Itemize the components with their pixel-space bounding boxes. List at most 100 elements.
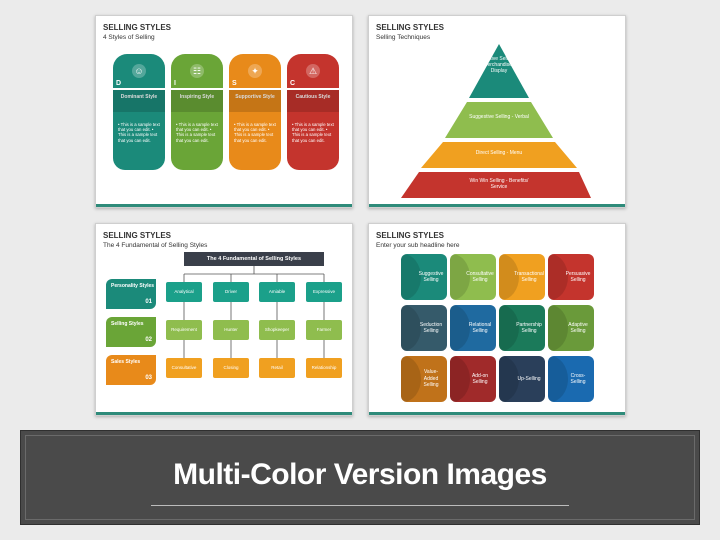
style-column-head: ☺	[113, 54, 165, 88]
selling-tile: Value- Added Selling	[401, 356, 447, 402]
style-body-text: • This is a sample text that you can edi…	[113, 112, 165, 170]
slide-title: SELLING STYLES	[376, 23, 445, 32]
style-cell: Consultative	[166, 358, 202, 378]
style-cell: Hunter	[213, 320, 249, 340]
pyramid-tier-3	[421, 142, 577, 168]
slide-title: SELLING STYLES	[376, 231, 445, 240]
category-flag: Personality Styles 01	[106, 279, 156, 309]
style-cell: Relationship	[306, 358, 342, 378]
tile-label: Adaptive Selling	[568, 321, 588, 335]
slide-thumbnail-fundamentals[interactable]: SELLING STYLES The 4 Fundamental of Sell…	[95, 223, 353, 416]
selling-tile: Transactional Selling	[499, 254, 545, 300]
selling-tile: Suggestive Selling	[401, 254, 447, 300]
style-label: Cautious Style	[287, 90, 339, 112]
pyramid-tier-4	[401, 172, 591, 198]
slide-accent-bar	[96, 204, 352, 207]
style-label: Dominant Style	[113, 90, 165, 112]
style-letter: S	[232, 80, 237, 87]
selling-tile: Cross-Selling	[548, 356, 594, 402]
style-letter: C	[290, 80, 296, 87]
style-column-head: ⚠	[287, 54, 339, 88]
warning-person-icon: ⚠	[306, 64, 320, 78]
connector-lines	[183, 266, 325, 358]
style-letter: D	[116, 80, 122, 87]
style-cell: Expressive	[306, 282, 342, 302]
fundamentals-header: The 4 Fundamental of Selling Styles	[184, 252, 324, 266]
style-cell: Driver	[213, 282, 249, 302]
pyramid-tier-2	[445, 102, 553, 138]
tile-label: Seduction Selling	[419, 321, 443, 335]
style-body-text: • This is a sample text that you can edi…	[287, 112, 339, 170]
banner: Multi-Color Version Images	[20, 430, 700, 525]
style-column: ⚠ C Cautious Style• This is a sample text …	[287, 54, 339, 172]
slide-subtitle: 4 Styles of Selling	[103, 34, 155, 41]
slide-thumbnail-styles[interactable]: SELLING STYLES 4 Styles of Selling ☺ D Dom…	[95, 15, 353, 208]
tile-label: Suggestive Selling	[418, 270, 444, 284]
pyramid-label-4: Win Win Selling - Benefits/ Service	[469, 178, 529, 190]
tile-label: Consultative Selling	[466, 270, 494, 284]
slide-subtitle: Selling Techniques	[376, 34, 431, 41]
style-column: ☷ I Inspiring Style• This is a sample text…	[171, 54, 223, 172]
style-cell: Closing	[213, 358, 249, 378]
category-flag: Selling Styles 02	[106, 317, 156, 347]
selling-tile: Consultative Selling	[450, 254, 496, 300]
slide-subtitle: The 4 Fundamental of Selling Styles	[103, 242, 208, 249]
tile-label: Partnership Selling	[516, 321, 542, 335]
style-letter: I	[174, 80, 176, 87]
tile-label: Add-on Selling	[471, 372, 489, 386]
pyramid-label-2: Suggestive Selling - Verbal	[469, 114, 529, 120]
style-column-head: ☷	[171, 54, 223, 88]
style-cell: Analytical	[166, 282, 202, 302]
selling-tile: Persuasive Selling	[548, 254, 594, 300]
group-icon: ☷	[190, 64, 204, 78]
tile-label: Up-Selling	[517, 375, 541, 382]
slide-accent-bar	[369, 412, 625, 415]
style-column-head: ✦	[229, 54, 281, 88]
slide-title: SELLING STYLES	[103, 23, 172, 32]
flag-label: Personality Styles	[111, 283, 155, 289]
tile-label: Transactional Selling	[514, 270, 544, 284]
banner-divider	[151, 505, 569, 506]
style-cell: Shopkeeper	[259, 320, 295, 340]
pyramid-tier-1	[469, 44, 529, 98]
style-cell: Farmer	[306, 320, 342, 340]
pyramid-label-1: Passive Selling - Merchandise / Display	[480, 56, 518, 74]
selling-tile: Relational Selling	[450, 305, 496, 351]
tile-label: Cross-Selling	[570, 372, 586, 386]
style-label: Inspiring Style	[171, 90, 223, 112]
style-column: ☺ D Dominant Style• This is a sample text …	[113, 54, 165, 172]
style-cell: Amiable	[259, 282, 295, 302]
slide-title: SELLING STYLES	[103, 231, 172, 240]
banner-frame	[25, 435, 695, 520]
style-body-text: • This is a sample text that you can edi…	[229, 112, 281, 170]
style-body-text: • This is a sample text that you can edi…	[171, 112, 223, 170]
selling-tile: Adaptive Selling	[548, 305, 594, 351]
selling-tile: Partnership Selling	[499, 305, 545, 351]
person-icon: ☺	[132, 64, 146, 78]
flag-number: 02	[145, 337, 152, 343]
selling-tile: Add-on Selling	[450, 356, 496, 402]
selling-tile: Seduction Selling	[401, 305, 447, 351]
banner-title: Multi-Color Version Images	[173, 458, 547, 491]
style-cell: Retail	[259, 358, 295, 378]
handshake-icon: ✦	[248, 64, 262, 78]
flag-number: 03	[145, 375, 152, 381]
slide-thumbnail-techniques[interactable]: SELLING STYLES Selling Techniques Passiv…	[368, 15, 626, 208]
slide-subtitle: Enter your sub headline here	[376, 242, 460, 249]
flag-label: Selling Styles	[111, 321, 144, 327]
style-label: Supportive Style	[229, 90, 281, 112]
slide-thumbnail-tiles[interactable]: SELLING STYLES Enter your sub headline h…	[368, 223, 626, 416]
pyramid-label-3: Direct Selling - Menu	[475, 150, 523, 156]
selling-tile: Up-Selling	[499, 356, 545, 402]
tile-label: Value- Added Selling	[423, 369, 439, 389]
tile-label: Persuasive Selling	[565, 270, 591, 284]
pyramid-diagram	[401, 44, 591, 198]
flag-number: 01	[145, 299, 152, 305]
style-column: ✦ S Supportive Style• This is a sample tex…	[229, 54, 281, 172]
slide-accent-bar	[369, 204, 625, 207]
tile-label: Relational Selling	[468, 321, 492, 335]
slide-accent-bar	[96, 412, 352, 415]
style-cell: Requirement	[166, 320, 202, 340]
category-flag: Sales Styles 03	[106, 355, 156, 385]
flag-label: Sales Styles	[111, 359, 141, 365]
